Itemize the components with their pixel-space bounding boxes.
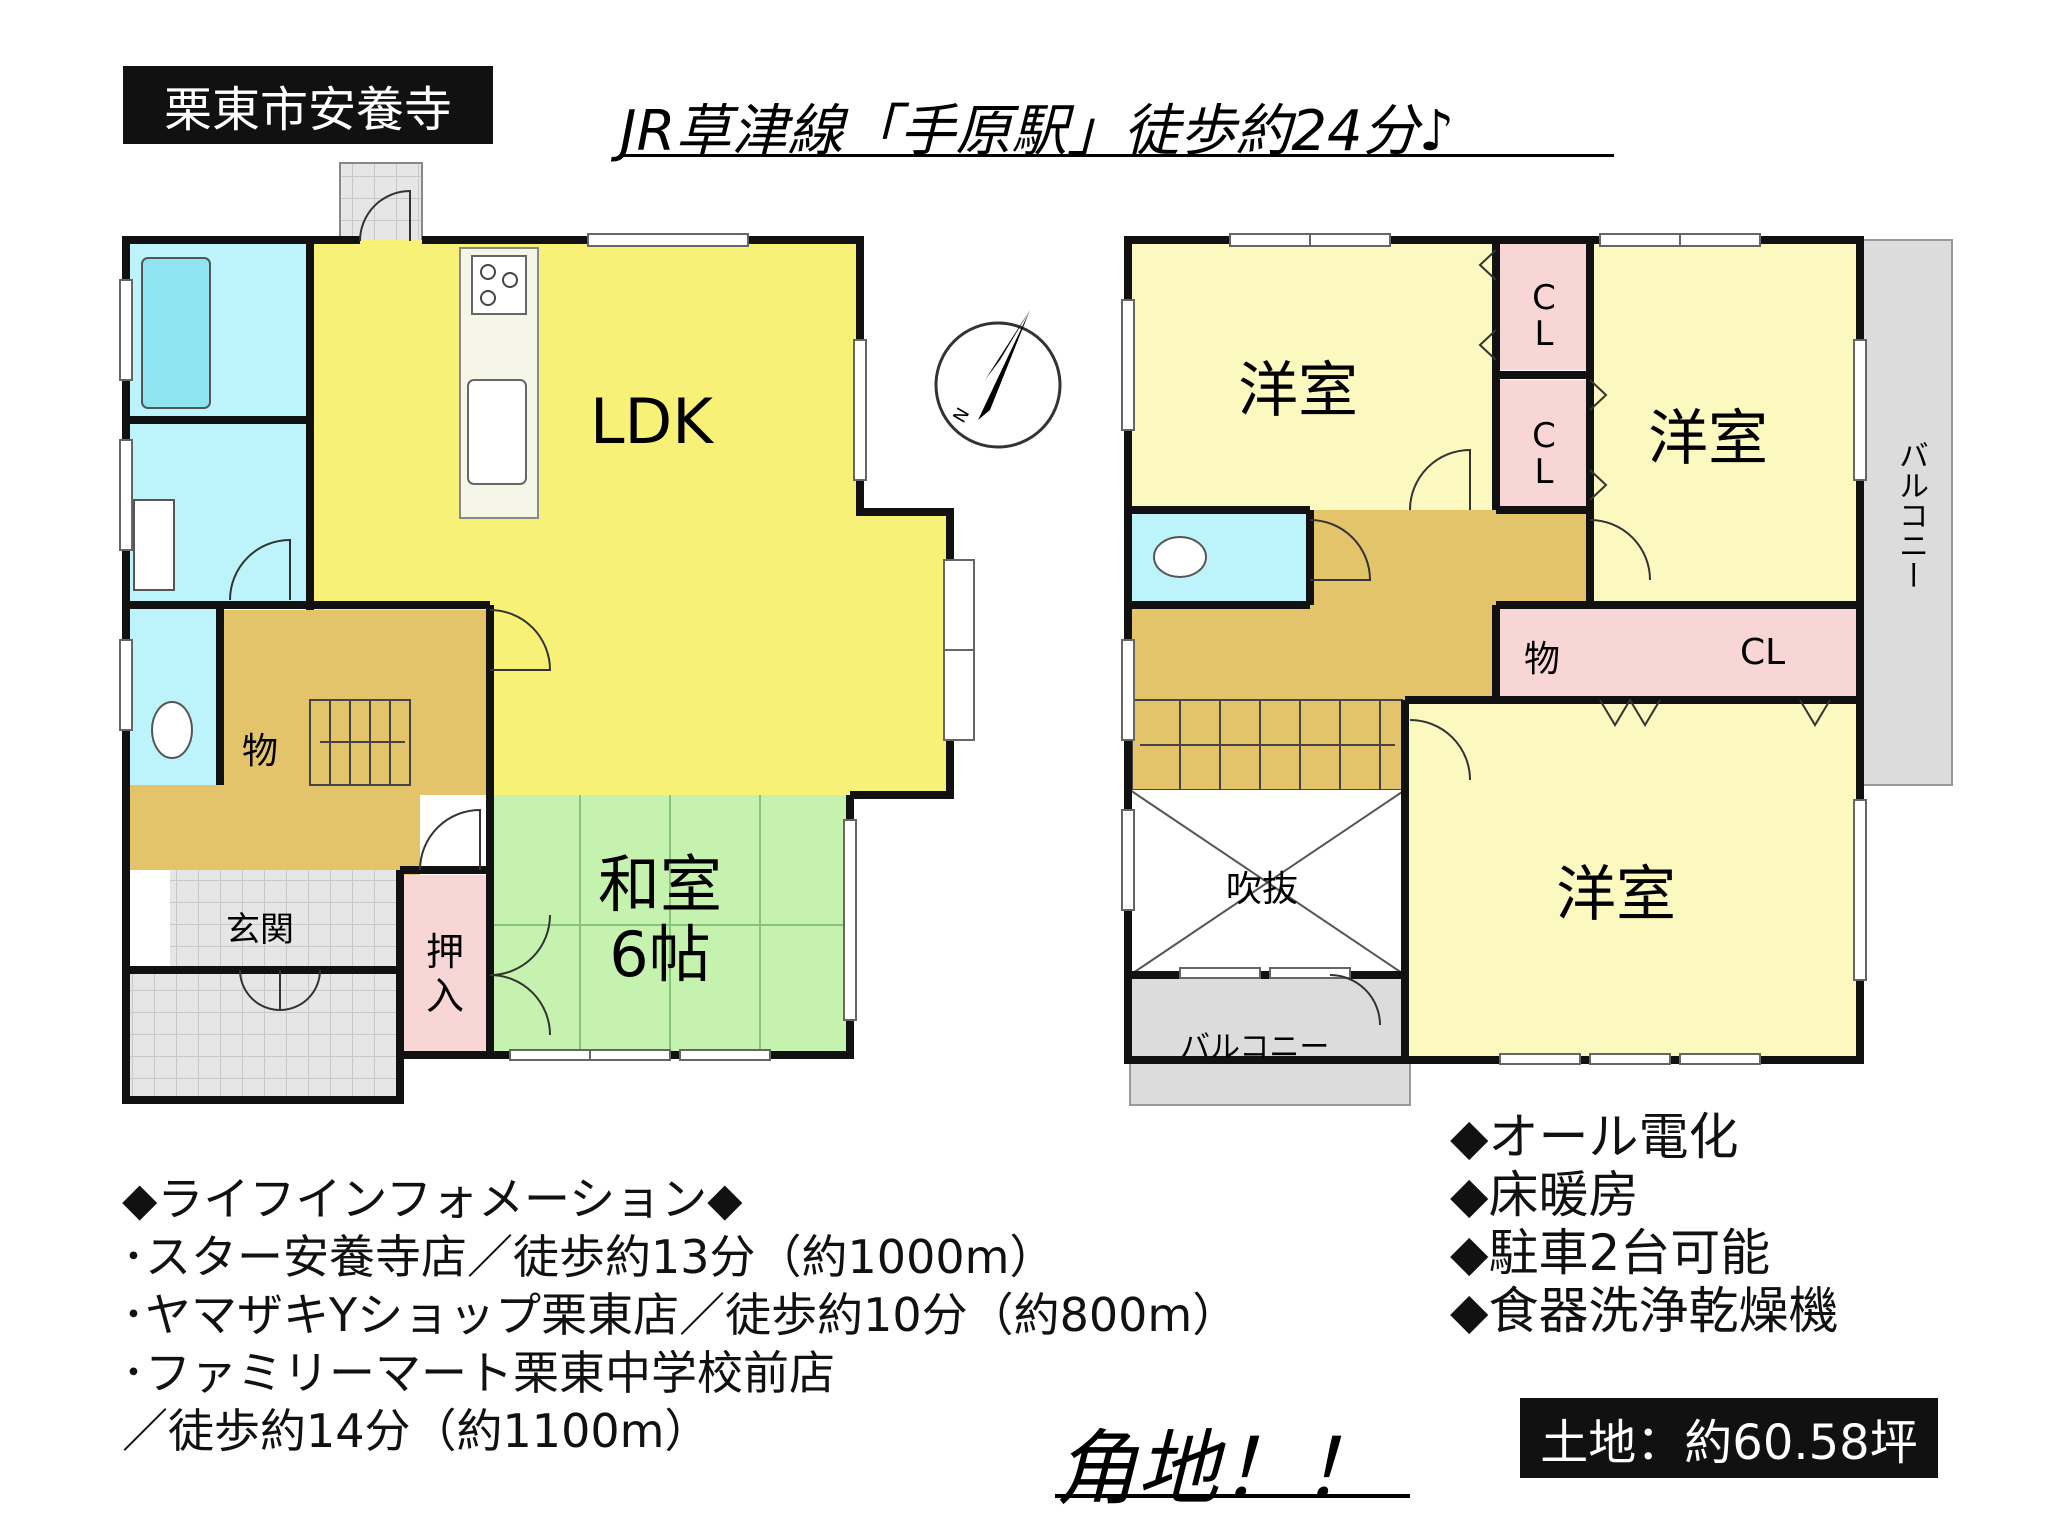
stairs-2f (1131, 699, 1403, 791)
location-label: 栗東市安養寺 (123, 66, 493, 144)
land-area-label: 土地：約60.58坪 (1520, 1398, 1938, 1478)
ldk-text: LDK (590, 385, 713, 458)
life-info: ◆ライフインフォメーション◆ ･スター安養寺店／徒歩約13分（約1000m） ･… (122, 1170, 1238, 1460)
feature-item: ◆駐車2台可能 (1450, 1224, 1771, 1282)
genkan-text: 玄関 (226, 910, 294, 950)
western-room-ne-text: 洋室 (1648, 404, 1768, 474)
oshiire-label: 押 入 (426, 930, 464, 1018)
ldk-label: LDK (590, 385, 713, 458)
porch (130, 970, 400, 1100)
western-room-s (1405, 700, 1860, 1060)
fukinuke-text: 吹抜 (1226, 869, 1299, 910)
life-info-line: ･スター安養寺店／徒歩約13分（約1000m） (122, 1230, 1056, 1284)
storage-2f (1496, 605, 1590, 700)
closet-cl1 (1496, 240, 1590, 370)
corner-lot-text: 角地！！ (1055, 1422, 1383, 1517)
life-info-line: ･ファミリーマート栗東中学校前店 (122, 1346, 835, 1400)
toilet-icon (151, 701, 193, 759)
fukinuke-cross (1129, 789, 1406, 976)
stairs-1f (309, 699, 411, 786)
land-area-text: 土地：約60.58坪 (1540, 1415, 1918, 1471)
feature-item: ◆床暖房 (1450, 1166, 1639, 1224)
title-underline (620, 154, 1614, 157)
western-room-nw-label: 洋室 (1238, 342, 1358, 429)
location-text: 栗東市安養寺 (163, 82, 452, 138)
western-room-s-label: 洋室 (1556, 846, 1676, 933)
closet-cl2-label: CL (1527, 418, 1561, 490)
closet-cl3 (1590, 605, 1860, 700)
bathtub-icon (141, 257, 211, 409)
western-room-ne-label: 洋室 (1648, 390, 1768, 477)
storage-1f-label: 物 (242, 722, 278, 774)
washbasin-icon (133, 499, 175, 591)
windows-2f (1121, 233, 1867, 1065)
storage-1f-text: 物 (242, 731, 279, 772)
compass-icon (934, 310, 1062, 449)
western-room-ne (1590, 240, 1860, 605)
oshiire-text-2: 入 (426, 974, 465, 1018)
life-info-line: ･ヤマザキYショップ栗東店／徒歩約10分（約800m） (122, 1288, 1239, 1342)
storage-2f-text: 物 (1524, 639, 1561, 680)
western-room-nw-text: 洋室 (1238, 356, 1358, 426)
storage-2f-label: 物 (1524, 630, 1560, 682)
balcony-east-label: バルコニー (1888, 440, 1932, 590)
washitsu-text: 和室 (598, 848, 723, 921)
balcony-south-label: バルコニー (1180, 1022, 1329, 1066)
closet-cl3-text: CL (1740, 632, 1786, 673)
life-info-title: ◆ライフインフォメーション◆ (122, 1172, 743, 1226)
closet-cl1-text: CL (1532, 278, 1556, 354)
door-swings-1f (229, 189, 552, 1036)
genkan-label: 玄関 (226, 902, 294, 951)
western-room-nw (1130, 240, 1496, 510)
western-room-s-text: 洋室 (1556, 860, 1676, 930)
kitchen-sink-icon (467, 379, 527, 485)
corner-lot-label: 角地！！ (1055, 1402, 1410, 1521)
features-list: ◆オール電化 ◆床暖房 ◆駐車2台可能 ◆食器洗浄乾燥機 (1450, 1108, 1838, 1340)
feature-item: ◆オール電化 (1450, 1108, 1739, 1166)
oshiire (400, 875, 490, 1055)
closet-cl3-label: CL (1740, 632, 1785, 673)
feature-item: ◆食器洗浄乾燥機 (1450, 1282, 1839, 1340)
closet-cl2-text: CL (1532, 416, 1556, 492)
life-info-line: ／徒歩約14分（約1100m） (122, 1404, 711, 1458)
oshiire-text-1: 押 (426, 930, 465, 974)
balcony-east-text: バルコニー (1893, 440, 1928, 590)
closet-cl2 (1496, 380, 1590, 510)
genkan-area (170, 870, 400, 970)
toilet-icon-2f (1153, 536, 1207, 578)
washitsu-label: 和室 6帖 (598, 850, 722, 990)
windows-1f (119, 233, 975, 1061)
closet-cl1-label: CL (1527, 280, 1561, 352)
washitsu-size-text: 6帖 (609, 918, 711, 991)
corner-underline (1055, 1494, 1410, 1498)
walls-1f (122, 236, 954, 1104)
station-access-title: JR草津線「手原駅」徒歩約24分♪ (620, 86, 1620, 164)
balcony-south-text: バルコニー (1180, 1030, 1330, 1065)
station-access-text: JR草津線「手原駅」徒歩約24分♪ (620, 99, 1455, 164)
kitchen-stove-icon (471, 255, 527, 315)
door-swings-2f (1309, 249, 1831, 1026)
fukinuke-label: 吹抜 (1226, 860, 1298, 912)
